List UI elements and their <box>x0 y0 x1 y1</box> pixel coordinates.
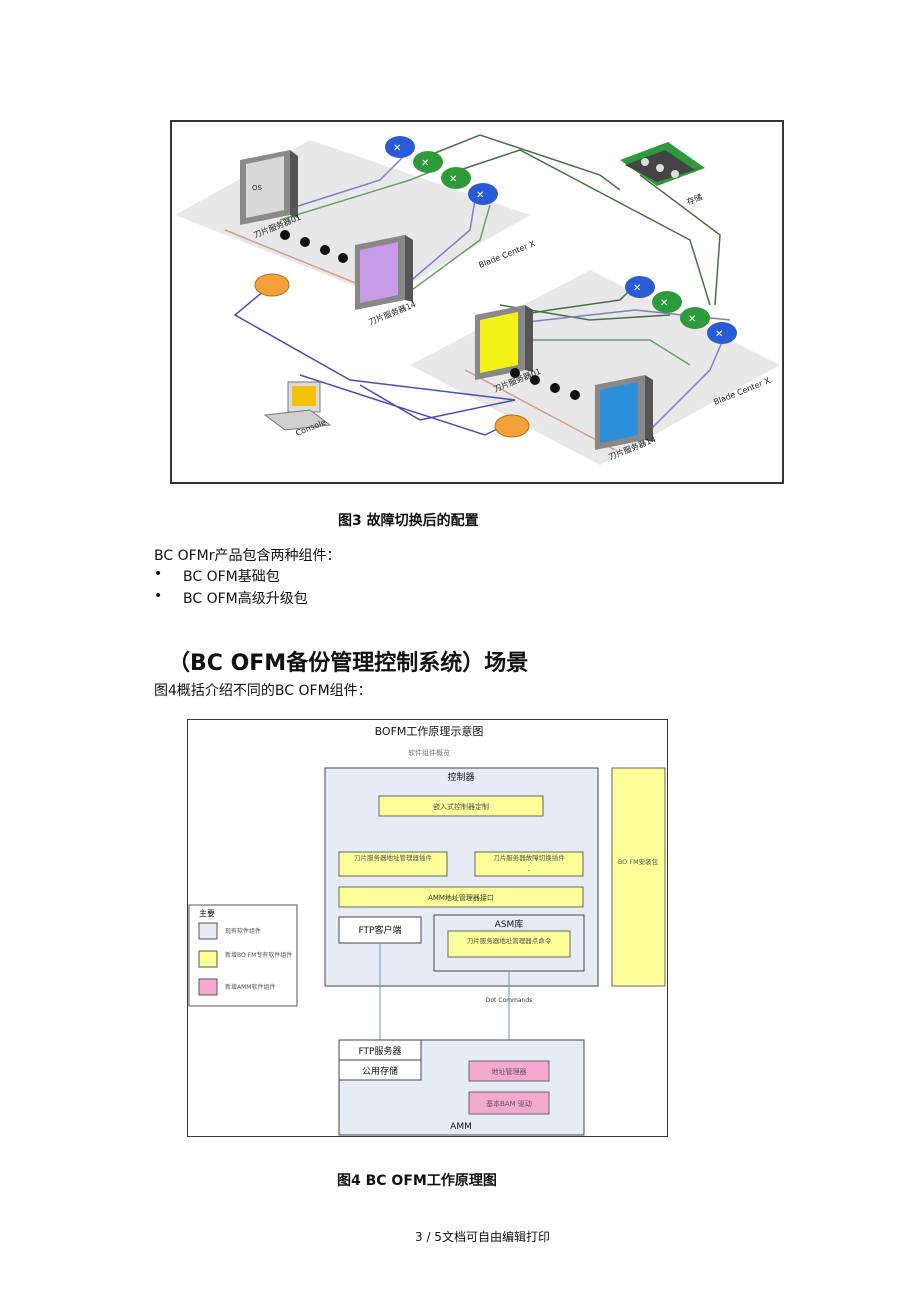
svg-text:新增AMM软件组件: 新增AMM软件组件 <box>225 983 275 991</box>
blade-top-14-icon <box>355 235 413 310</box>
console-icon <box>263 381 332 431</box>
section-intro: 图4概括介绍不同的BC OFM组件： <box>154 683 372 699</box>
svg-text:FTP客户端: FTP客户端 <box>359 924 402 936</box>
svg-text:ASM库: ASM库 <box>495 918 524 930</box>
embedded-box <box>378 795 544 817</box>
svg-text:公用存储: 公用存储 <box>362 1065 398 1077</box>
section-heading: （BC OFM备份管理控制系统）场景 <box>168 651 529 676</box>
amm-label: AMM <box>450 1122 472 1132</box>
router-top-3-icon: ✕ <box>441 167 471 189</box>
figure3: ✕ ✕ ✕ ✕ ✕ ✕ ✕ ✕ 刀片服务器01 刀片服务器14 刀片服务器01 … <box>170 120 784 484</box>
page-footer: 3 / 5文档可自由编辑打印 <box>415 1230 550 1244</box>
shared-storage-box <box>338 1059 422 1081</box>
svg-text:✕: ✕ <box>633 283 641 294</box>
controller-title: 控制器 <box>447 771 474 783</box>
blade-bottom-14-icon <box>595 375 653 450</box>
legend-title: 主要 <box>199 908 215 918</box>
svg-text:✕: ✕ <box>715 329 723 340</box>
figure3-diagram: ✕ ✕ ✕ ✕ ✕ ✕ ✕ ✕ 刀片服务器01 刀片服务器14 刀片服务器01 … <box>170 120 784 484</box>
svg-text:地址管理器: 地址管理器 <box>492 1067 527 1076</box>
legend-swatch-amm <box>198 978 218 996</box>
blade-top-01-icon <box>240 150 298 225</box>
svg-text:✕: ✕ <box>476 190 484 201</box>
dot-commands-label: Dot Commands <box>486 997 533 1004</box>
blade-failover-plugin-box <box>474 851 584 877</box>
svg-text:新增BO FM专有软件组件: 新增BO FM专有软件组件 <box>225 951 292 959</box>
bam-driver-box <box>468 1091 550 1115</box>
blade-cmd-box <box>447 930 571 958</box>
storage-icon <box>620 142 705 186</box>
ftp-client-box <box>338 916 422 944</box>
svg-text:刀片服务器故障切换插件: 刀片服务器故障切换插件 <box>493 853 565 862</box>
legend-swatch-bofm <box>198 950 218 968</box>
router-bottom-3-icon: ✕ <box>680 307 710 329</box>
svg-text:✕: ✕ <box>393 143 401 154</box>
svg-text:AMM地址管理器接口: AMM地址管理器接口 <box>428 893 494 902</box>
svg-text:现有软件组件: 现有软件组件 <box>225 927 261 935</box>
router-bottom-2-icon: ✕ <box>652 291 682 313</box>
figure4: BOFM工作原理示意图 软件组件概览 控制器 嵌入式控制器定制 刀片服务器地址管… <box>187 719 669 1138</box>
svg-text:✕: ✕ <box>660 298 668 309</box>
bullet-dot-2: • <box>154 588 163 604</box>
svg-text:嵌入式控制器定制: 嵌入式控制器定制 <box>433 802 489 811</box>
os-label: OS <box>252 184 263 192</box>
router-bottom-4-icon: ✕ <box>707 322 737 344</box>
svg-text:刀片服务器地址管理器插件: 刀片服务器地址管理器插件 <box>354 853 433 862</box>
mgmt-module-bottom-icon <box>494 414 530 438</box>
svg-text:FTP服务器: FTP服务器 <box>359 1045 402 1057</box>
fig4-title: BOFM工作原理示意图 <box>375 724 484 738</box>
svg-text:✕: ✕ <box>449 174 457 185</box>
figure3-caption: 图3 故障切换后的配置 <box>338 513 479 529</box>
svg-text:基本BAM 驱动: 基本BAM 驱动 <box>486 1099 532 1108</box>
legend-swatch-existing <box>198 922 218 940</box>
bofm-install-box <box>611 767 666 987</box>
fig4-subtitle: 软件组件概览 <box>408 748 450 757</box>
svg-text:✕: ✕ <box>421 158 429 169</box>
figure4-caption: 图4 BC OFM工作原理图 <box>337 1173 497 1189</box>
blade-bottom-01-icon <box>475 305 533 380</box>
addr-manager-box <box>468 1060 550 1082</box>
figure4-diagram: BOFM工作原理示意图 软件组件概览 控制器 嵌入式控制器定制 刀片服务器地址管… <box>187 719 668 1137</box>
svg-text:✕: ✕ <box>688 314 696 325</box>
svg-text:BO FM安装包: BO FM安装包 <box>618 857 659 866</box>
bullet-item-1: BC OFM基础包 <box>183 569 280 585</box>
blade-addr-plugin-box <box>338 851 448 877</box>
failover-dash: - <box>528 867 531 875</box>
router-bottom-1-icon: ✕ <box>625 276 655 298</box>
router-top-2-icon: ✕ <box>413 151 443 173</box>
bullet-item-2: BC OFM高级升级包 <box>183 591 308 607</box>
bullet-dot-1: • <box>154 566 163 582</box>
svg-text:刀片服务器地址管理器点命令: 刀片服务器地址管理器点命令 <box>467 936 552 945</box>
amm-interface-box <box>338 886 584 908</box>
router-top-1-icon: ✕ <box>385 136 415 158</box>
router-top-4-icon: ✕ <box>468 183 498 205</box>
mgmt-module-top-icon <box>254 273 290 297</box>
intro-text: BC OFMr产品包含两种组件： <box>154 548 341 564</box>
